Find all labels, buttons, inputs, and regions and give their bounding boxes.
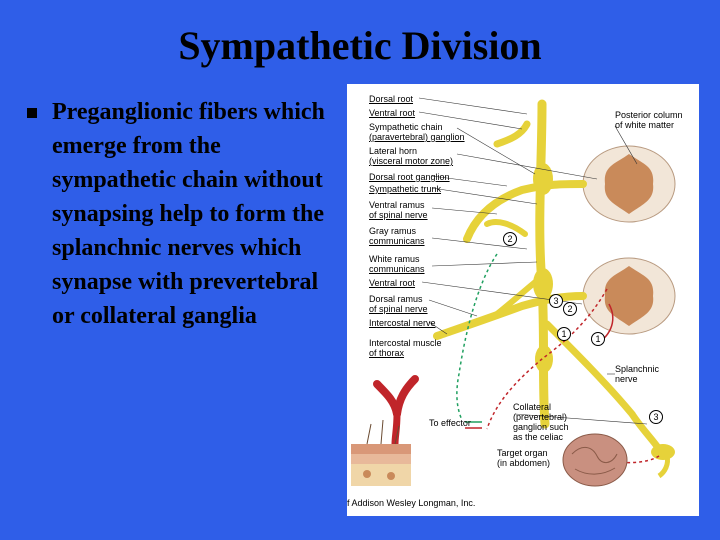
skin-illustration (351, 419, 411, 486)
spinal-cord-upper (582, 145, 676, 223)
step-number: 1 (557, 327, 571, 341)
label-to-effector: To effector (429, 418, 471, 428)
bullet-marker (27, 108, 37, 118)
label-splanchnic: Splanchnic (615, 364, 660, 374)
label-ventral-ramus: Ventral ramus (369, 200, 425, 210)
label-ventral-ramus-sub: of spinal nerve (369, 210, 428, 220)
label-white-ramus-sub: communicans (369, 264, 425, 274)
step-number: 3 (549, 294, 563, 308)
label-posterior-column: Posterior column (615, 110, 683, 120)
label-dorsal-root-ganglion: Dorsal root ganglion (369, 172, 450, 182)
target-organ-illustration (562, 433, 628, 487)
step-number: 1 (591, 332, 605, 346)
anatomy-illustration (351, 97, 676, 487)
slide-title: Sympathetic Division (178, 23, 542, 68)
blood-vessel-illustration (373, 375, 419, 448)
label-splanchnic-sub: nerve (615, 374, 638, 384)
label-gray-ramus: Gray ramus (369, 226, 417, 236)
label-posterior-column-sub: of white matter (615, 120, 675, 130)
label-paravertebral-ganglion: (paravertebral) ganglion (369, 132, 465, 142)
label-ventral-root: Ventral root (369, 108, 416, 118)
label-collateral-4: as the celiac (513, 432, 564, 442)
label-intercostal-nerve: Intercostal nerve (369, 318, 436, 328)
step-number: 2 (563, 302, 577, 316)
label-white-ramus: White ramus (369, 254, 420, 264)
label-collateral: Collateral (513, 402, 552, 412)
label-ventral-root-2: Ventral root (369, 278, 416, 288)
label-visceral-motor-zone: (visceral motor zone) (369, 156, 454, 166)
bullet-text: Preganglionic fibers which emerge from t… (52, 99, 325, 329)
anatomy-figure: Dorsal root Ventral root Sympathetic cha… (347, 84, 699, 516)
label-intercostal-muscle: Intercostal muscle (369, 338, 442, 348)
figure-credit: f Addison Wesley Longman, Inc. (347, 498, 476, 508)
label-collateral-3: ganglion such (513, 422, 569, 432)
step-number: 2 (503, 232, 517, 246)
label-dorsal-root: Dorsal root (369, 94, 414, 104)
label-intercostal-muscle-sub: of thorax (369, 348, 405, 358)
label-target-organ-sub: (in abdomen) (497, 458, 551, 468)
step-number: 3 (649, 410, 663, 424)
label-gray-ramus-sub: communicans (369, 236, 425, 246)
label-sympathetic-trunk: Sympathetic trunk (369, 184, 442, 194)
label-collateral-2: (prevertebral) (513, 412, 568, 422)
label-dorsal-ramus: Dorsal ramus (369, 294, 423, 304)
label-lateral-horn: Lateral horn (369, 146, 418, 156)
spinal-cord-lower (582, 257, 676, 335)
label-sympathetic-chain: Sympathetic chain (369, 122, 443, 132)
label-target-organ: Target organ (497, 448, 548, 458)
label-dorsal-ramus-sub: of spinal nerve (369, 304, 428, 314)
